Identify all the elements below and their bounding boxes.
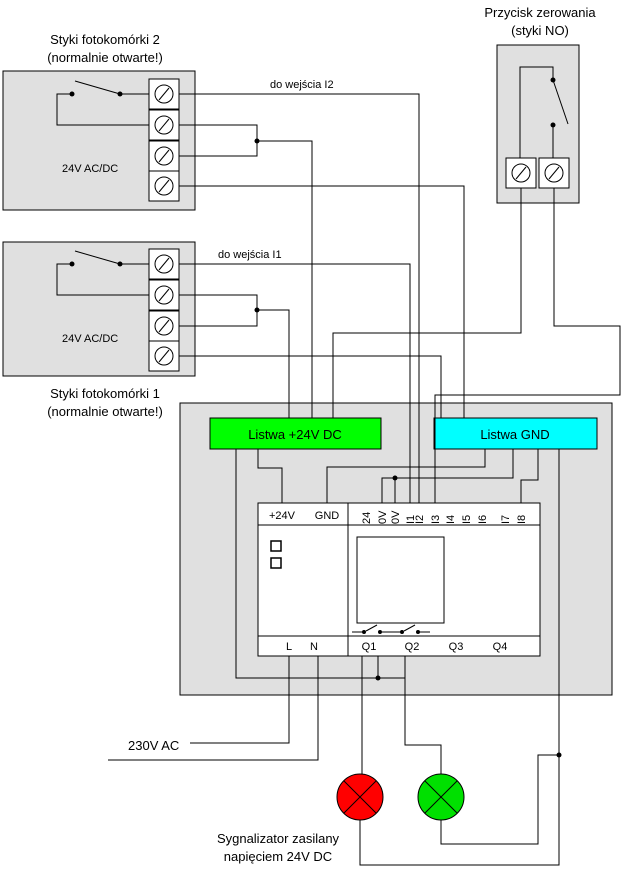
sensor2-contact [56, 80, 149, 126]
reset-contact [519, 66, 569, 158]
wire-label-to-i1: do wejścia I1 [218, 249, 282, 261]
signal-label-line1: Sygnalizator zasilany [217, 831, 340, 846]
green-lamp [417, 773, 465, 821]
red-lamp [336, 773, 384, 821]
plc-indicator-2 [270, 557, 282, 569]
sensor1-subtitle: (normalnie otwarte!) [47, 404, 163, 419]
supply-label: 230V AC [128, 738, 179, 753]
sensor2-title: Styki fotokomórki 2 [50, 32, 160, 47]
plc-input-label: I4 [445, 515, 457, 524]
plc-label-plus24v: +24V [269, 510, 296, 522]
plc-input-label: I5 [461, 515, 473, 524]
plc-label-q4: Q4 [493, 641, 508, 653]
sensor1-voltage: 24V AC/DC [62, 333, 118, 345]
wiring [108, 93, 621, 866]
reset-subtitle: (styki NO) [511, 23, 569, 38]
plc-label-q3: Q3 [449, 641, 464, 653]
plc-input-label: I6 [477, 515, 489, 524]
sensor1-terminals [148, 248, 180, 372]
plc-input-label: I1 [405, 515, 417, 524]
plc-label-l: L [286, 641, 292, 653]
plc-label-q2: Q2 [405, 641, 420, 653]
plc-label-n: N [310, 641, 318, 653]
plc-label-q1: Q1 [362, 641, 377, 653]
plc-input-label: 0V [377, 510, 389, 524]
plc-input-label: 0V [390, 510, 402, 524]
plc-display [356, 536, 445, 624]
signal-label-line2: napięciem 24V DC [224, 849, 332, 864]
plc-input-label: I3 [430, 515, 442, 524]
plc-indicator-1 [270, 540, 282, 552]
plc-input-label: I2 [414, 515, 426, 524]
bus-gnd [433, 417, 598, 450]
bus-24v-dc-label: Listwa +24V DC [248, 427, 342, 442]
plc-relay-contacts [352, 624, 430, 634]
bus-gnd-label: Listwa GND [480, 427, 549, 442]
reset-title: Przycisk zerowania [484, 5, 596, 20]
plc-input-label: I8 [516, 515, 528, 524]
plc-label-gnd: GND [315, 510, 340, 522]
sensor2-subtitle: (normalnie otwarte!) [47, 50, 163, 65]
sensor2-voltage: 24V AC/DC [62, 163, 118, 175]
sensor1-contact [56, 250, 149, 296]
sensor2-terminals [148, 78, 180, 202]
plc-input-label: 24 [361, 512, 373, 524]
wire-label-to-i2: do wejścia I2 [270, 79, 334, 91]
plc-input-label: I7 [500, 515, 512, 524]
bus-24v-dc [209, 417, 382, 450]
sensor1-title: Styki fotokomórki 1 [50, 386, 160, 401]
